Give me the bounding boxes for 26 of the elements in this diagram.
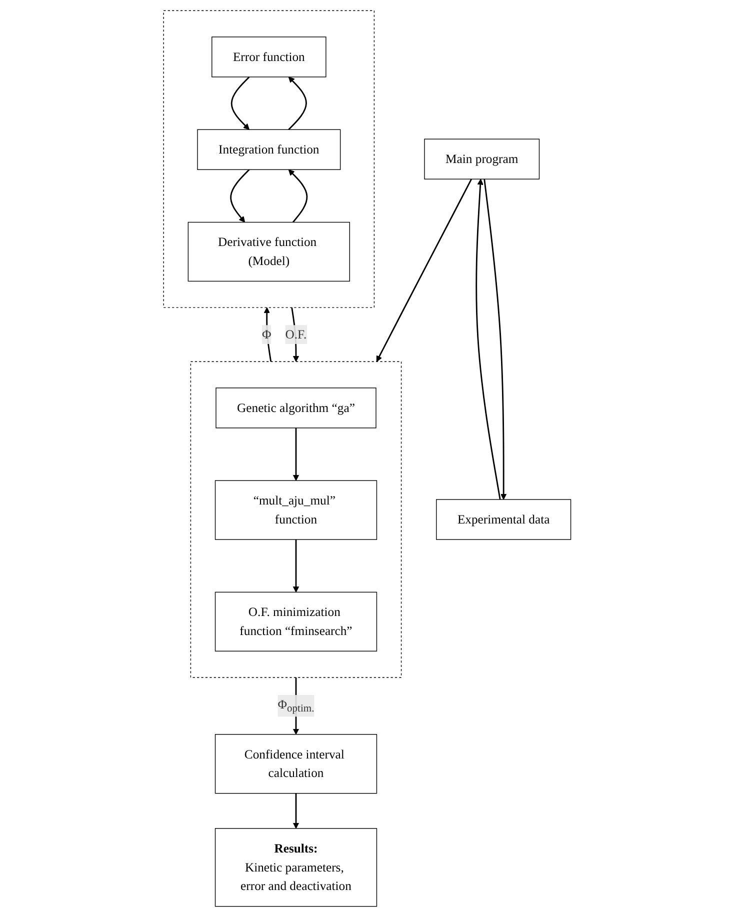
arrow (293, 793, 300, 829)
arrow (230, 169, 250, 223)
arrow (288, 169, 308, 223)
node-box: Genetic algorithm “ga” (216, 388, 377, 428)
node-box: Experimental data (436, 499, 572, 540)
node-box: Derivative function (Model) (188, 222, 350, 282)
arrow (376, 178, 472, 362)
arrow (293, 540, 300, 592)
arrow (293, 428, 300, 481)
node-box: “mult_aju_mul” function (215, 480, 378, 540)
cluster (164, 10, 375, 308)
edge-label: Φ (262, 327, 272, 342)
arrow (476, 178, 502, 500)
arrow (291, 307, 300, 362)
arrow (288, 76, 308, 130)
node-box: Results: Kinetic parameters, error and deactivation (215, 828, 378, 907)
arrow (231, 76, 250, 130)
cluster (190, 361, 402, 678)
node-box: Main program (424, 138, 540, 180)
node-box: Confidence interval calculation (215, 734, 378, 794)
edge-label: O.F. (286, 327, 308, 342)
node-box: Integration function (197, 129, 341, 170)
node-box: O.F. minimization function “fminsearch” (215, 592, 378, 652)
arrow (484, 179, 507, 500)
node-box: Error function (212, 36, 327, 78)
edge-label: Φ$_{optim.}$ (278, 697, 315, 714)
